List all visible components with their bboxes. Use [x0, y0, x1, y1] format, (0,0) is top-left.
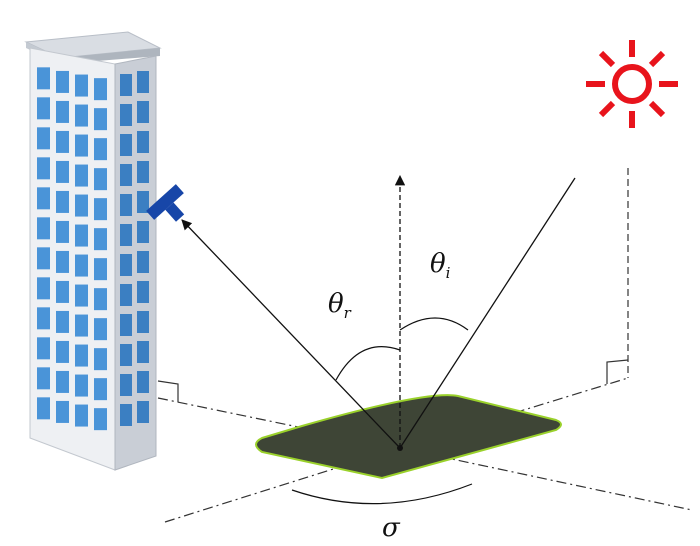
- theta-r-label: θr: [328, 289, 352, 322]
- building-window: [94, 348, 107, 371]
- building-window: [75, 314, 88, 337]
- building-window: [120, 224, 132, 246]
- building-window: [56, 100, 69, 123]
- building-window: [120, 404, 132, 426]
- incident-ray: [399, 177, 576, 449]
- theta-r-arc: [335, 346, 401, 381]
- building-window: [37, 337, 50, 360]
- building-window: [94, 258, 107, 281]
- building-window: [137, 71, 149, 93]
- building-window: [120, 164, 132, 186]
- building-window: [120, 74, 132, 96]
- building-window: [37, 217, 50, 240]
- building-window: [75, 374, 88, 397]
- building-window: [56, 370, 69, 393]
- building-window: [94, 318, 107, 341]
- right-angle-marker-right: [606, 359, 629, 384]
- building-window: [94, 378, 107, 401]
- sensor-icon: [146, 184, 185, 222]
- building-window: [75, 284, 88, 307]
- building-window: [94, 78, 107, 101]
- building-icon: [24, 31, 162, 471]
- building-window: [37, 307, 50, 330]
- right-angle-marker-left: [157, 380, 179, 402]
- building-window: [137, 101, 149, 123]
- building-window: [37, 397, 50, 420]
- building-window: [37, 67, 50, 90]
- building-window: [120, 254, 132, 276]
- building-window: [120, 104, 132, 126]
- building-window: [37, 247, 50, 270]
- building-window: [94, 198, 107, 221]
- sigma-label: σ: [382, 513, 401, 543]
- building-window: [137, 191, 149, 213]
- building-window: [75, 254, 88, 277]
- building-window: [120, 374, 132, 396]
- building-window: [137, 311, 149, 333]
- building-window: [137, 341, 149, 363]
- building-window: [120, 344, 132, 366]
- building-window: [75, 104, 88, 127]
- building-window: [37, 127, 50, 150]
- building-window: [120, 284, 132, 306]
- reflected-ray-arrow: [181, 219, 401, 449]
- building-windows-side: [120, 71, 149, 426]
- building-window: [75, 134, 88, 157]
- building-windows-front: [37, 67, 107, 431]
- building-window: [137, 281, 149, 303]
- sun-icon: [586, 40, 678, 128]
- building-window: [120, 314, 132, 336]
- building-window: [56, 310, 69, 333]
- building-window: [75, 404, 88, 427]
- building-window: [37, 367, 50, 390]
- building-window: [137, 401, 149, 423]
- building-window: [37, 187, 50, 210]
- building-window: [37, 277, 50, 300]
- building-window: [137, 161, 149, 183]
- building-window: [56, 160, 69, 183]
- building-window: [120, 134, 132, 156]
- theta-i-label: θi: [430, 249, 451, 282]
- building-window: [75, 194, 88, 217]
- building-window: [75, 224, 88, 247]
- building-window: [94, 228, 107, 251]
- target-surface: [255, 394, 562, 480]
- building-window: [94, 408, 107, 431]
- building-window: [94, 138, 107, 161]
- building-window: [37, 157, 50, 180]
- building-window: [137, 251, 149, 273]
- building-window: [56, 130, 69, 153]
- building-window: [137, 371, 149, 393]
- building-window: [56, 190, 69, 213]
- building-window: [56, 220, 69, 243]
- building-window: [137, 221, 149, 243]
- building-window: [94, 108, 107, 131]
- building-window: [56, 280, 69, 303]
- building-window: [37, 97, 50, 120]
- building-window: [56, 400, 69, 423]
- building-window: [56, 340, 69, 363]
- building-window: [94, 288, 107, 311]
- building-window: [56, 70, 69, 93]
- building-window: [75, 74, 88, 97]
- building-window: [94, 168, 107, 191]
- building-window: [137, 131, 149, 153]
- building-window: [75, 344, 88, 367]
- theta-i-arc: [399, 317, 469, 331]
- building-window: [75, 164, 88, 187]
- building-window: [56, 250, 69, 273]
- reflection-point: [397, 445, 403, 451]
- sigma-arc: [291, 483, 473, 505]
- building-window: [120, 194, 132, 216]
